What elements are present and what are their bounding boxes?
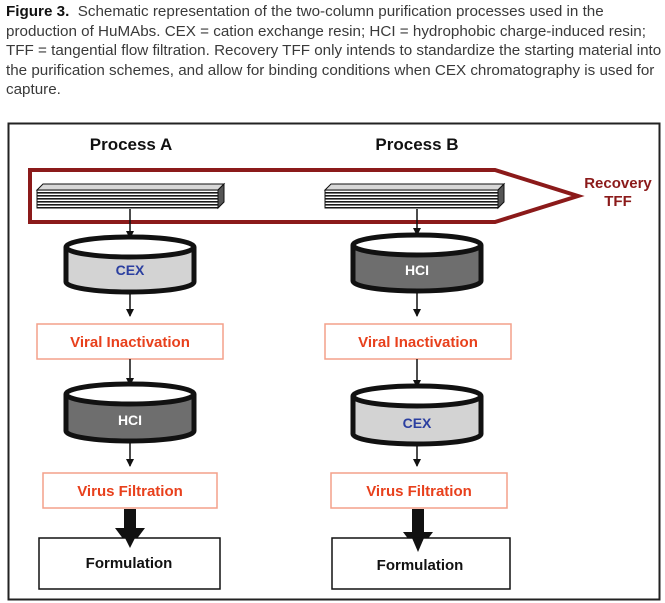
thick-arrow-a — [115, 509, 145, 548]
column-a2-label: HCI — [118, 412, 142, 428]
column-b1 — [350, 232, 484, 294]
figure-label: Figure 3. — [6, 3, 70, 20]
column-a1 — [63, 234, 197, 295]
tff-filter-a — [35, 182, 226, 210]
formulation-label-a: Formulation — [86, 555, 173, 572]
recovery-tff-label-line1: Recovery — [584, 175, 652, 192]
viral-inactivation-box-a — [36, 323, 224, 360]
process-a-title: Process A — [90, 135, 173, 154]
tff-filter-b — [323, 182, 506, 210]
caption-text: Schematic representation of the two-colu… — [6, 3, 662, 99]
column-b1-label: HCI — [405, 262, 429, 278]
viral-inactivation-box-b — [324, 323, 512, 360]
recovery-tff-outline — [28, 168, 585, 224]
figure-caption: Figure 3. Schematic representation of th… — [6, 2, 662, 100]
virus-filtration-label-a: Virus Filtration — [77, 483, 183, 500]
column-a1-label: CEX — [116, 262, 145, 278]
virus-filtration-box-a — [42, 472, 218, 509]
virus-filtration-box-b — [330, 472, 508, 509]
formulation-box-b — [331, 537, 511, 590]
column-b2 — [350, 383, 484, 447]
column-a2 — [63, 381, 197, 444]
process-b-title: Process B — [375, 135, 458, 154]
formulation-label-b: Formulation — [377, 557, 464, 574]
column-b2-label: CEX — [403, 415, 432, 431]
viral-inactivation-label-a: Viral Inactivation — [70, 334, 190, 351]
virus-filtration-label-b: Virus Filtration — [366, 483, 472, 500]
viral-inactivation-label-b: Viral Inactivation — [358, 334, 478, 351]
recovery-tff-label-line2: TFF — [604, 193, 632, 210]
